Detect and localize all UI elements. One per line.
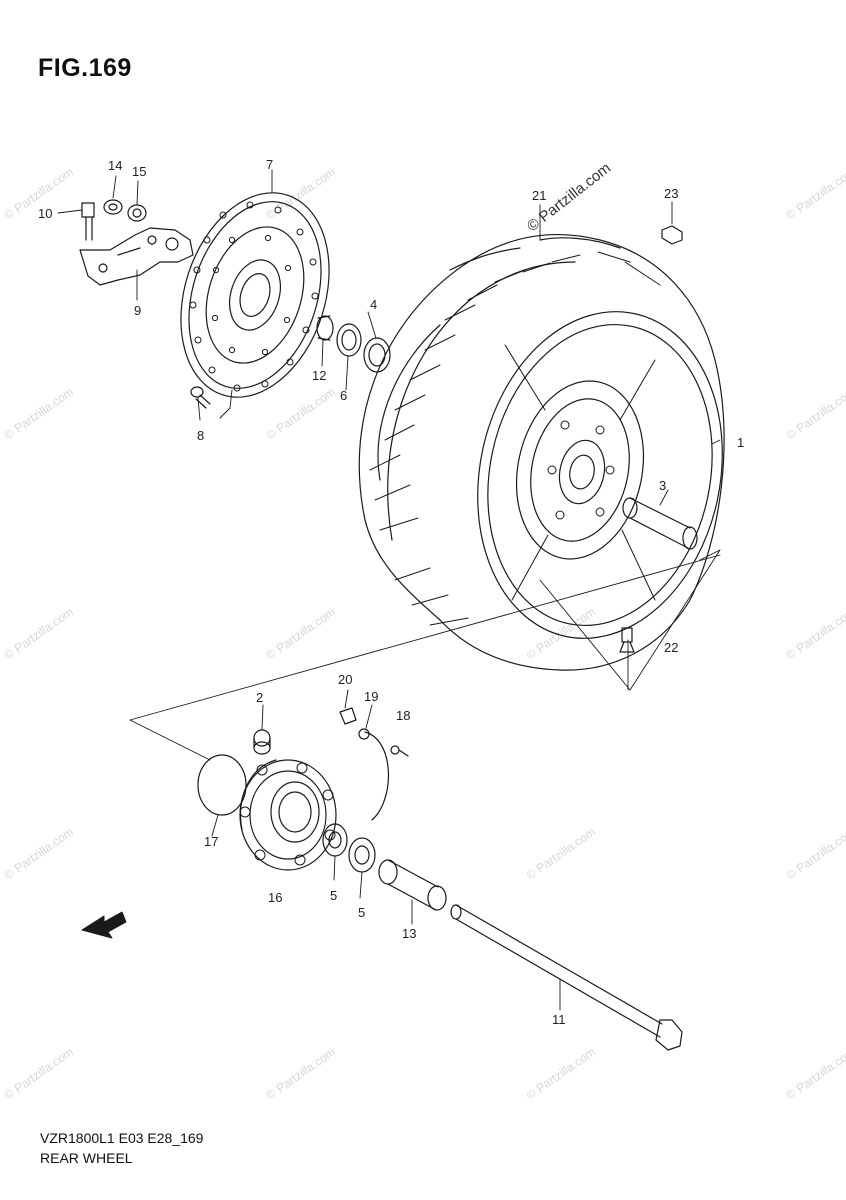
leader-lines [57,169,721,1011]
callout-labels: 1 2 3 4 5 5 6 7 8 9 10 11 12 13 14 15 16… [38,157,744,1027]
bearing-5b [348,837,376,873]
callout-5a: 5 [330,888,337,903]
watermark-text: © Partzilla.com [524,825,598,883]
callout-16: 16 [268,890,282,905]
washer-15 [127,204,147,222]
bolt-18 [390,745,409,757]
caliper-bracket [79,227,194,286]
callout-2: 2 [256,690,263,705]
bolt-8 [190,386,211,409]
valve-22 [619,627,635,653]
watermark-text: © Partzilla.com [2,385,76,443]
callout-17: 17 [204,834,218,849]
callout-4: 4 [370,297,377,312]
nut-23 [661,225,683,245]
callout-3: 3 [659,478,666,493]
watermark-text: © Partzilla.com [784,605,846,663]
watermark-text: © Partzilla.com [784,825,846,883]
callout-12: 12 [312,368,326,383]
callout-19: 19 [364,689,378,704]
rear-axle-11 [450,904,683,1051]
stopper-20 [339,707,357,725]
bolt-10 [81,202,95,241]
model-code: VZR1800L1 E03 E28_169 [40,1130,204,1146]
callout-22: 22 [664,640,678,655]
nut-14 [103,199,123,215]
rear-tire [358,233,725,671]
callout-23: 23 [664,186,678,201]
callout-1: 1 [737,435,744,450]
figure-name: REAR WHEEL [40,1150,133,1166]
callout-21: 21 [532,188,546,203]
callout-15: 15 [132,164,146,179]
spacer-12 [316,315,334,341]
watermark-text: © Partzilla.com [264,1045,338,1103]
callout-8: 8 [197,428,204,443]
watermark-text: © Partzilla.com [264,605,338,663]
callout-13: 13 [402,926,416,941]
callout-11: 11 [552,1012,566,1027]
callout-5b: 5 [358,905,365,920]
fwd-arrow-icon [81,911,127,939]
watermark-text: © Partzilla.com [524,1045,598,1103]
watermark-text: © Partzilla.com [264,385,338,443]
watermark-text: © Partzilla.com [784,385,846,443]
watermark-text: © Partzilla.com [2,825,76,883]
oil-seal-4 [363,337,391,373]
callout-9: 9 [134,303,141,318]
watermark-text: © Partzilla.com [784,165,846,223]
damper-2 [253,729,271,755]
watermark-text: © Partzilla.com [2,1045,76,1103]
watermark-layer: © Partzilla.com © Partzilla.com © Partzi… [2,160,846,1103]
axle-spacer-3 [622,497,698,550]
bearing-6 [336,323,362,357]
callout-7: 7 [266,157,273,172]
callout-14: 14 [108,158,122,173]
retaining-ring-19 [364,731,389,821]
watermark-text: © Partzilla.com [784,1045,846,1103]
figure-title: FIG.169 [38,54,132,82]
callout-20: 20 [338,672,352,687]
o-ring-17 [197,754,247,816]
watermark-text: © Partzilla.com [524,605,598,663]
callout-6: 6 [340,388,347,403]
callout-18: 18 [396,708,410,723]
watermark-text: © Partzilla.com [2,605,76,663]
axle-spacer-13 [378,859,447,911]
callout-10: 10 [38,206,52,221]
sprocket-hub-16 [239,759,337,871]
rear-wheel-rim [477,311,723,639]
